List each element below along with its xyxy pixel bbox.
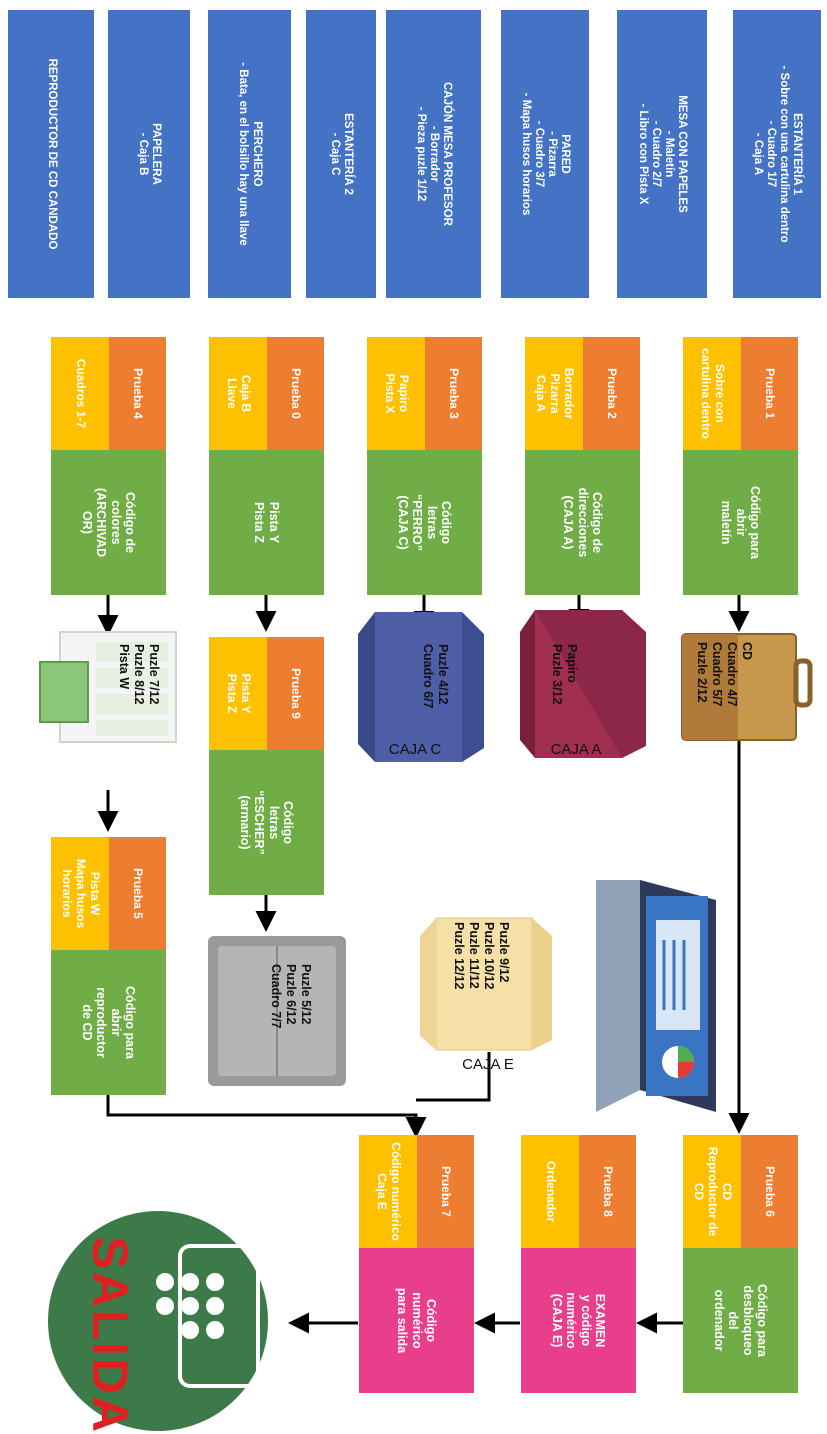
caja-a-caption: CAJA A <box>550 740 602 758</box>
test-code-7: Código para desbloqueo del ordenador <box>683 1248 798 1393</box>
exit-label: SALIDA <box>82 1236 138 1434</box>
location-box-7: PAPELERA - Caja B <box>108 10 190 298</box>
test-items-0: Sobre con cartulina dentro <box>683 337 741 450</box>
test-items-1: Borrador Pizarra Caja A <box>525 337 583 450</box>
armario-contents: Puzle 5/12 Puzle 6/12 Cuadro 7/7 <box>269 964 314 1029</box>
test-label-4: Prueba 4 <box>109 337 166 450</box>
test-items-2: Papiro Pista X <box>367 337 425 450</box>
test-code-9: Código numérico para salida <box>359 1248 474 1393</box>
caja-e-caption: CAJA E <box>462 1055 514 1073</box>
test-items-8: Ordenador <box>521 1135 579 1248</box>
test-label-5: Prueba 9 <box>267 637 324 750</box>
test-label-1: Prueba 2 <box>583 337 640 450</box>
location-box-6: PERCHERO - Bata, en el bolsillo hay una … <box>208 10 291 298</box>
test-code-6: Código para abrir reproductor de CD <box>51 950 166 1095</box>
test-items-5: Pista Y Pista Z <box>209 637 267 750</box>
location-box-4: CAJÓN MESA PROFESOR - Borrador - Pieza p… <box>386 10 481 298</box>
line-caja-e-to-prueba7 <box>416 1052 491 1102</box>
test-items-7: CD Reproductor de CD <box>683 1135 741 1248</box>
archivador-contents: Puzle 7/12 Puzle 8/12 Pista W <box>117 644 162 705</box>
test-code-3: Pista Y Pista Z <box>209 450 324 595</box>
test-items-3: Caja B Llave <box>209 337 267 450</box>
caja-a-contents: Papiro Puzle 3/12 <box>550 644 579 705</box>
caja-c-contents: Puzle 4/12 Cuadro 6/7 <box>421 644 450 709</box>
test-code-2: Código letras “PERRO” (CAJA C) <box>367 450 482 595</box>
test-label-3: Prueba 0 <box>267 337 324 450</box>
caja-e-contents: Puzle 9/12 Puzle 10/12 Puzle 11/12 Puzle… <box>452 922 511 990</box>
test-label-0: Prueba 1 <box>741 337 798 450</box>
test-code-5: Código letras “ESCHER” (armario) <box>209 750 324 895</box>
test-label-9: Prueba 7 <box>417 1135 474 1248</box>
test-items-9: Código numérico Caja E <box>359 1135 417 1248</box>
test-code-8: EXAMEN y código numérico (CAJA E) <box>521 1248 636 1393</box>
location-box-3: PARED - Pizarra - Cuadro 3/7 - Mapa huso… <box>501 10 589 298</box>
location-box-5: ESTANTERÍA 2 - Caja C <box>306 10 376 298</box>
caja-c-caption: CAJA C <box>388 740 442 758</box>
test-code-4: Código de colores (ARCHIVAD OR) <box>51 450 166 595</box>
test-code-0: Código para abrir maletín <box>683 450 798 595</box>
test-label-6: Prueba 5 <box>109 837 166 950</box>
test-label-7: Prueba 6 <box>741 1135 798 1248</box>
briefcase-contents: CD Cuadro 4/7 Cuadro 5/7 Puzle 2/12 <box>695 642 754 707</box>
location-box-8: REPRODUCTOR DE CD CANDADO <box>8 10 94 298</box>
test-label-8: Prueba 8 <box>579 1135 636 1248</box>
test-items-6: Pista W Mapa husos horarios <box>51 837 109 950</box>
location-box-2: MESA CON PAPELES - Maletín - Cuadro 2/7 … <box>617 10 707 298</box>
test-code-1: Código de direcciones (CAJA A) <box>525 450 640 595</box>
location-box-1: ESTANTERÍA 1 - Sobre con una cartulina d… <box>733 10 821 298</box>
line-prueba5-to-prueba7 <box>106 1083 427 1138</box>
test-items-4: Cuadros 1-7 <box>51 337 109 450</box>
test-label-2: Prueba 3 <box>425 337 482 450</box>
